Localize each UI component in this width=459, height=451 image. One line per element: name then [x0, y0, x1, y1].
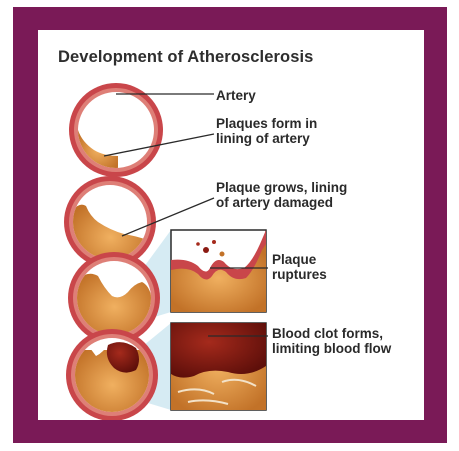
artery-ring-1 — [69, 83, 163, 177]
label-artery: Artery — [216, 88, 256, 103]
diagram-title: Development of Atherosclerosis — [58, 48, 313, 67]
artery-ring-4 — [66, 329, 158, 420]
label-plaques-form: Plaques form in lining of artery — [216, 116, 317, 146]
diagram-panel: Development of Atherosclerosis Artery Pl… — [38, 30, 424, 420]
zoom-box-rupture — [171, 230, 266, 312]
label-plaque-grows: Plaque grows, lining of artery damaged — [216, 180, 347, 210]
label-blood-clot: Blood clot forms, limiting blood flow — [272, 326, 391, 356]
label-plaque-ruptures: Plaque ruptures — [272, 252, 327, 282]
